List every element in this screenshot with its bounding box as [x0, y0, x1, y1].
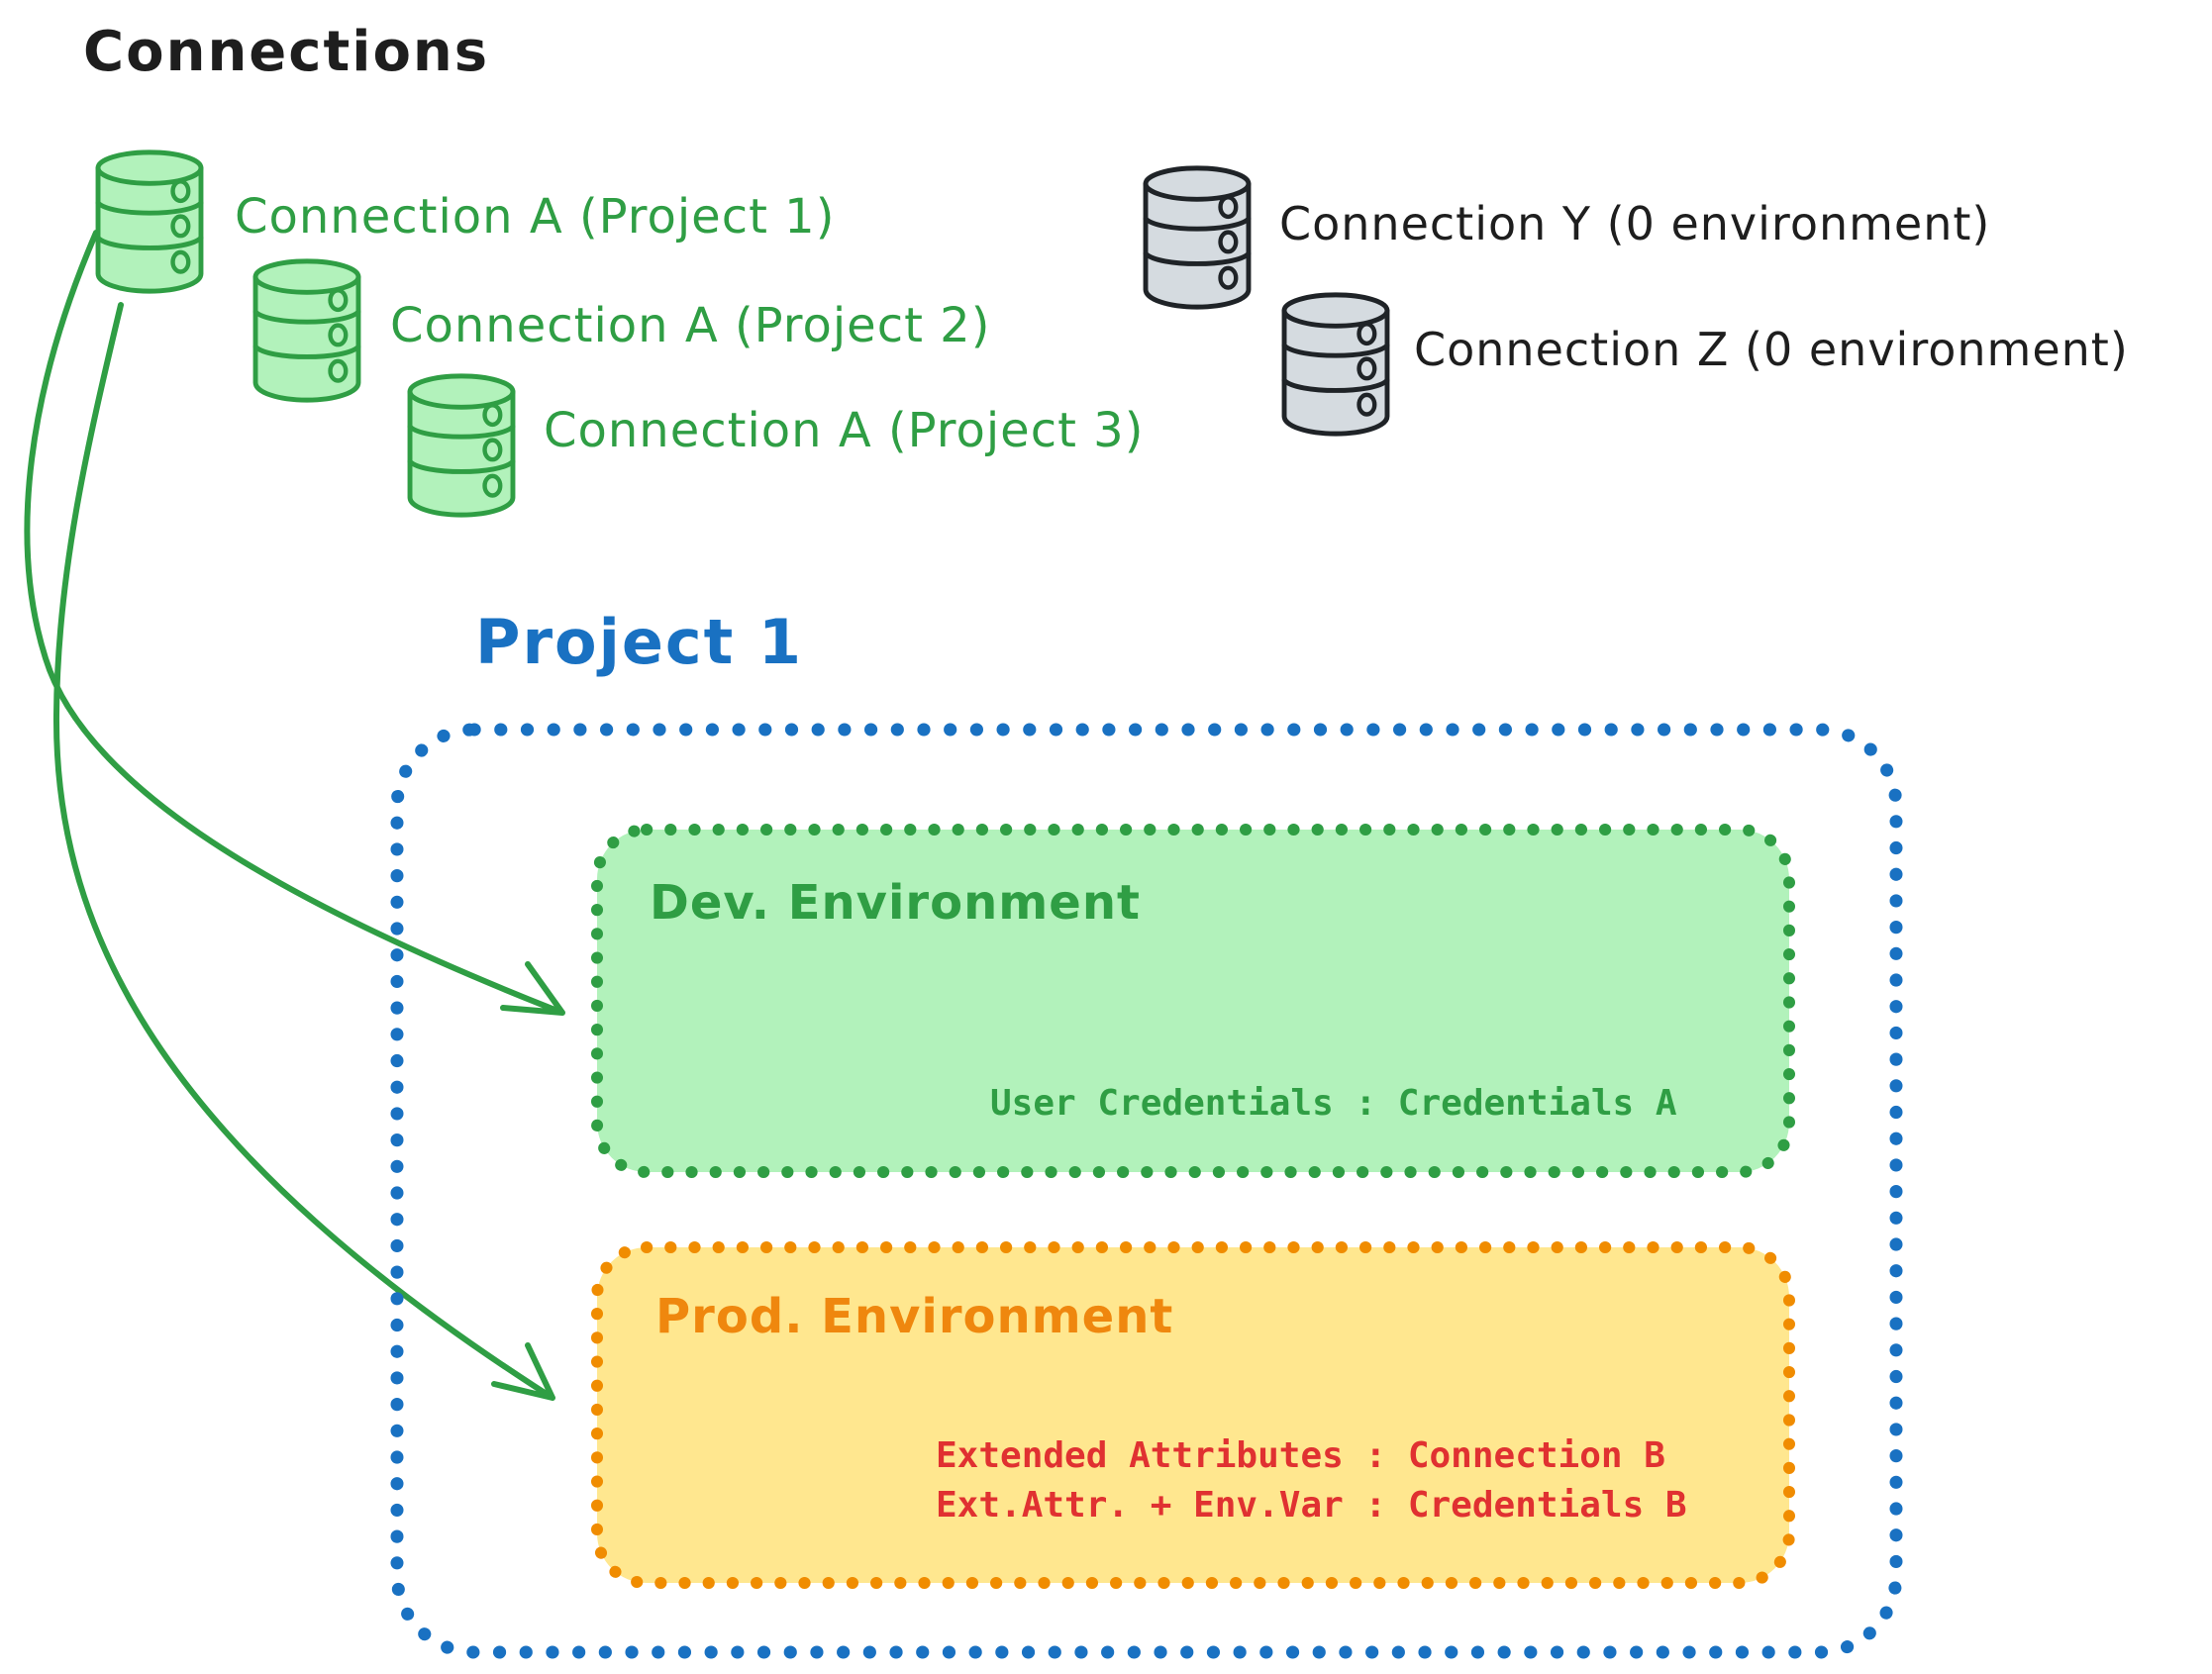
- connection-a-project2-label: Connection A (Project 2): [390, 298, 991, 353]
- dev-environment-box: [591, 824, 1795, 1178]
- project-box: [390, 723, 1903, 1659]
- project-title: Project 1: [475, 606, 804, 678]
- database-icon: [410, 375, 513, 516]
- prod-mapping-line-1: Extended Attributes : Connection B: [936, 1435, 1665, 1476]
- connection-a-project1-label: Connection A (Project 1): [235, 189, 836, 245]
- database-icon: [1284, 294, 1387, 435]
- connection-y-label: Connection Y (0 environment): [1279, 197, 1991, 250]
- prod-mapping-line-2: Ext.Attr. + Env.Var : Credentials B: [936, 1485, 1687, 1526]
- project-box-border: [390, 723, 1903, 1659]
- database-icon: [1146, 167, 1249, 308]
- prod-environment-box: [591, 1241, 1795, 1589]
- connection-z-label: Connection Z (0 environment): [1414, 323, 2129, 376]
- dev-credentials-mapping: User Credentials : Credentials A: [990, 1083, 1677, 1124]
- prod-credentials-mapping: Extended Attributes : Connection B Ext.A…: [936, 1431, 1687, 1530]
- connection-a-project3-label: Connection A (Project 3): [544, 403, 1145, 458]
- dev-environment-border: [591, 824, 1795, 1178]
- prod-environment-border: [591, 1241, 1795, 1589]
- diagram-title: Connections: [83, 20, 490, 84]
- database-icon: [255, 260, 358, 401]
- prod-environment-title: Prod. Environment: [655, 1289, 1174, 1344]
- database-icon: [98, 151, 201, 292]
- dev-environment-title: Dev. Environment: [650, 875, 1141, 931]
